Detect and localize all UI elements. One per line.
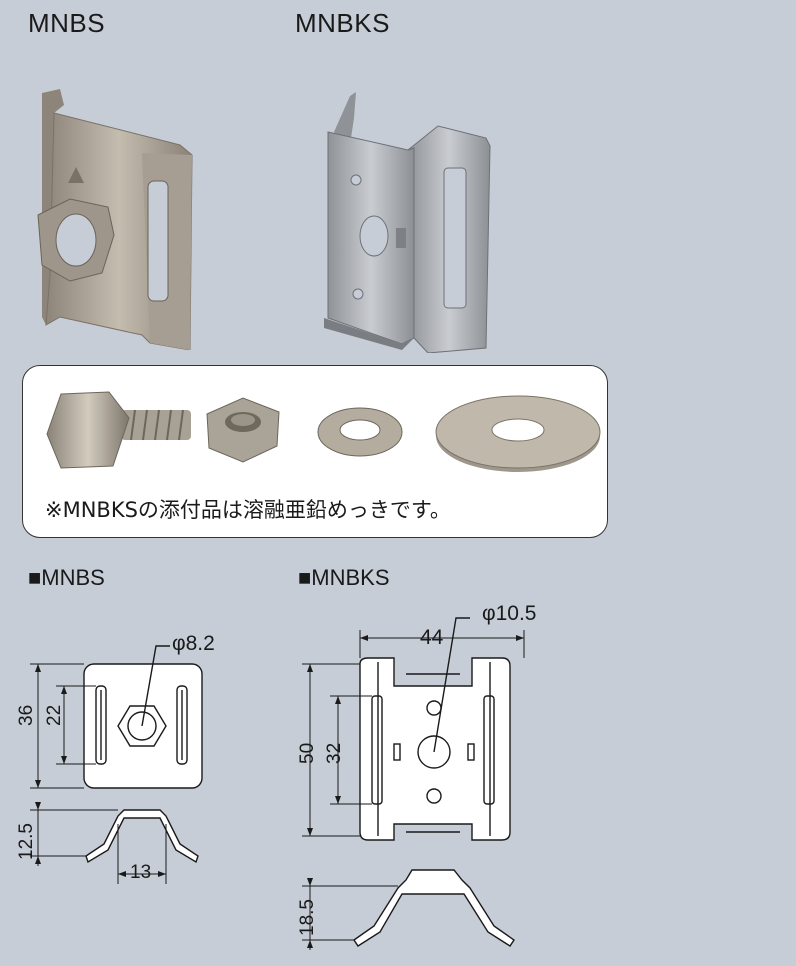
flat-washer-icon: [435, 395, 601, 472]
mnbs-profile-height: 12.5: [16, 823, 37, 860]
mnbks-bracket-photo: [324, 92, 491, 353]
mnbks-hole-diameter: φ10.5: [482, 602, 537, 625]
mnbks-width: 44: [420, 626, 444, 649]
mnbs-height-outer: 36: [16, 704, 37, 726]
mnbks-height-outer: 50: [297, 742, 318, 764]
hex-nut-icon: [206, 397, 280, 463]
mnbs-drawing-title: ■MNBS: [28, 565, 105, 590]
mnbks-profile-height: 18.5: [297, 899, 318, 936]
mnbs-height-inner: 22: [44, 704, 65, 726]
bolt-icon: [46, 391, 191, 469]
mnbks-drawing-title: ■MNBKS: [298, 565, 390, 590]
mnbs-hole-diameter: φ8.2: [172, 632, 215, 655]
mnbks-product-label: MNBKS: [295, 8, 390, 38]
accessories-note: ※MNBKSの添付品は溶融亜鉛めっきです。: [45, 498, 451, 522]
accessories-panel: ※MNBKSの添付品は溶融亜鉛めっきです。: [22, 365, 608, 538]
mnbs-product-label: MNBS: [28, 8, 106, 38]
mnbs-dimension-drawing: [30, 645, 203, 884]
mnbks-dimension-drawing: [302, 617, 525, 950]
mnbs-profile-width: 13: [130, 862, 152, 883]
mnbks-height-inner: 32: [324, 742, 345, 764]
spring-washer-icon: [317, 407, 403, 457]
mnbs-bracket-photo: [37, 89, 193, 350]
